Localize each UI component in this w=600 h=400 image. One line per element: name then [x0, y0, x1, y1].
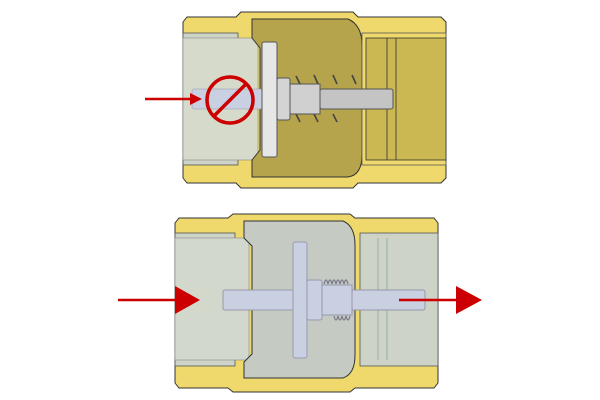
valve-hub	[276, 77, 291, 121]
flow-arrow-out-icon	[399, 286, 482, 314]
open-check-valve	[118, 213, 482, 393]
valve-disc	[292, 241, 308, 359]
valve-disc	[261, 41, 278, 158]
valve-hub	[306, 279, 323, 321]
spring	[295, 74, 357, 123]
flow-arrow-in-icon	[118, 286, 200, 314]
prohibited-icon	[205, 75, 255, 125]
valve-stem	[289, 83, 321, 115]
flow-arrow-in-icon	[145, 93, 202, 105]
valve-stem	[321, 284, 353, 316]
spring	[323, 279, 351, 321]
closed-check-valve	[145, 11, 447, 189]
valve-rod	[319, 88, 394, 110]
